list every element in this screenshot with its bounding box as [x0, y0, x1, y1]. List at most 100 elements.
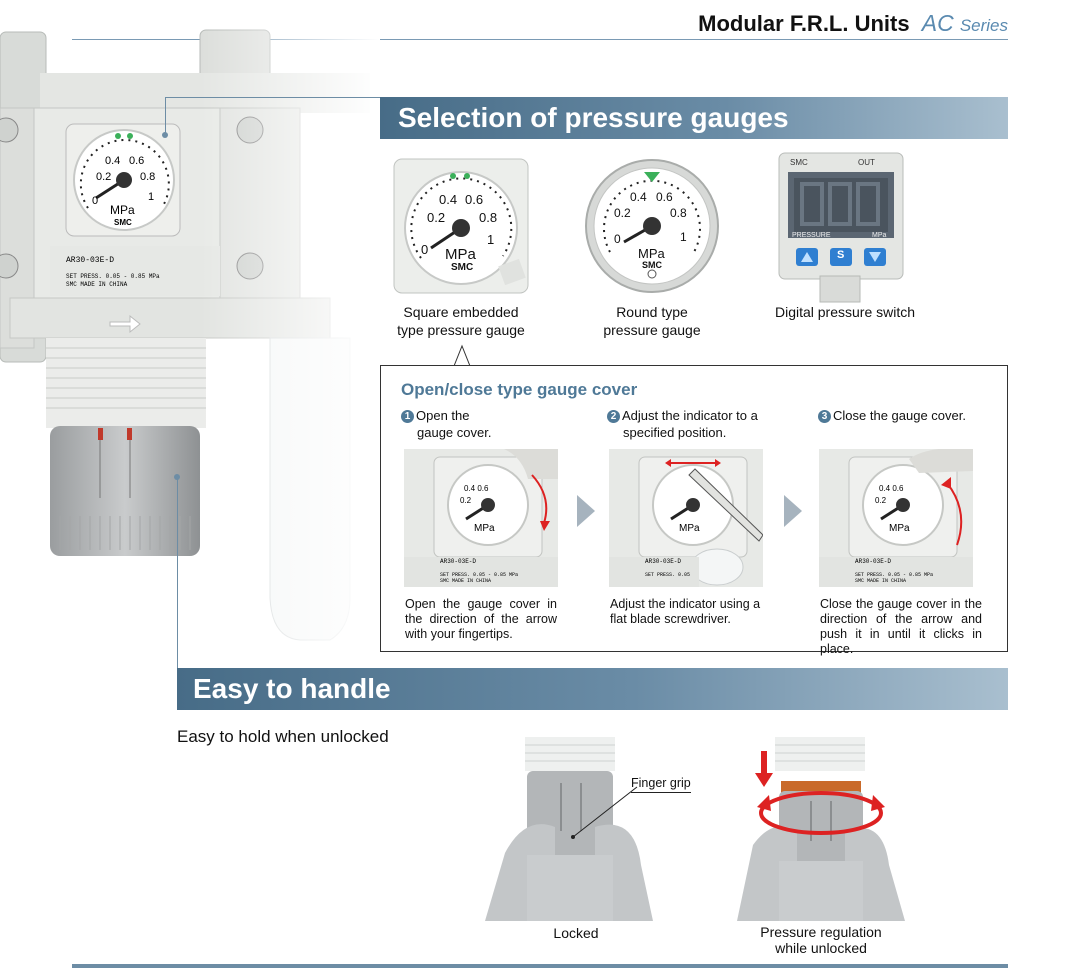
svg-text:AR30-03E-D: AR30-03E-D: [855, 558, 891, 565]
square-gauge-tick-5: 1: [487, 232, 495, 247]
round-gauge-caption: Round type pressure gauge: [576, 303, 728, 339]
svg-text:MPa: MPa: [474, 523, 495, 534]
selection-heading: Selection of pressure gauges: [380, 97, 1008, 139]
leader-line-gauge: [165, 97, 381, 98]
svg-text:SMC: SMC: [114, 218, 132, 227]
square-gauge-icon: 0 0.2 0.4 0.6 0.8 1 MPa SMC: [393, 158, 529, 294]
round-gauge-tick-3: 0.6: [656, 190, 673, 204]
finger-grip-underline: [631, 792, 691, 793]
svg-text:AR30-03E-D: AR30-03E-D: [440, 558, 476, 565]
document-title: Modular F.R.L. Units AC Series: [698, 10, 1008, 37]
series-word: Series: [959, 16, 1008, 35]
svg-text:SMC MADE IN CHINA: SMC MADE IN CHINA: [66, 281, 128, 288]
next-step-arrow-2: [784, 495, 802, 527]
svg-text:SET PRESS. 0.05 - 0.85 MPa: SET PRESS. 0.05 - 0.85 MPa: [66, 273, 160, 280]
round-gauge-caption-line1: Round type: [616, 304, 688, 320]
digital-switch-unit: MPa: [872, 232, 887, 239]
svg-text:AR30-03E-D: AR30-03E-D: [66, 256, 114, 265]
square-gauge-unit: MPa: [445, 246, 476, 263]
step-2-line1: Adjust the indicator to a: [622, 408, 758, 423]
step-1-line1: Open the: [416, 408, 470, 423]
locked-knob-illustration: [485, 735, 653, 921]
digital-switch-s-button: S: [837, 249, 845, 261]
round-gauge-tick-0: 0: [614, 232, 621, 246]
round-gauge-tick-5: 1: [680, 230, 687, 244]
square-gauge-tick-1: 0.2: [427, 210, 446, 225]
digital-switch-brand: SMC: [790, 158, 808, 167]
square-gauge-caption-line2: type pressure gauge: [397, 322, 525, 338]
handle-subtitle: Easy to hold when unlocked: [177, 727, 389, 746]
round-gauge-icon: 0 0.2 0.4 0.6 0.8 1 MPa SMC: [584, 158, 720, 294]
svg-text:SET PRESS. 0.05 - 0.85 MPa: SET PRESS. 0.05 - 0.85 MPa: [855, 572, 933, 578]
step-1-description: Open the gauge cover in the direction of…: [405, 597, 557, 641]
svg-text:SMC MADE IN CHINA: SMC MADE IN CHINA: [855, 578, 906, 584]
svg-text:0: 0: [92, 195, 98, 207]
svg-text:0.6: 0.6: [129, 155, 144, 167]
handle-heading: Easy to handle: [177, 668, 1008, 710]
svg-text:0.2: 0.2: [460, 496, 472, 505]
header-rule: [72, 39, 1008, 40]
svg-text:0.4 0.6: 0.4 0.6: [464, 484, 489, 493]
digital-switch-icon: SMC OUT PRESSURE MPa S: [778, 152, 904, 304]
unlocked-knob-illustration: [737, 735, 905, 921]
unlocked-caption: Pressure regulation while unlocked: [740, 924, 902, 956]
digital-switch-pressure: PRESSURE: [792, 232, 831, 239]
round-gauge-caption-line2: pressure gauge: [603, 322, 701, 338]
step-3-description: Close the gauge cover in the direction o…: [820, 597, 982, 656]
footer-rule: [72, 964, 1008, 968]
gauge-cover-title: Open/close type gauge cover: [401, 380, 638, 399]
step-1-line2: gauge cover.: [417, 425, 492, 440]
svg-text:0.4: 0.4: [105, 155, 120, 167]
step-2-number: 2: [607, 410, 620, 423]
square-gauge-caption: Square embedded type pressure gauge: [385, 303, 537, 339]
regulator-product-illustration: 0 0.2 0.4 0.6 0.8 1 MPa SMC AR30-03E-D S…: [0, 28, 380, 648]
step-3-number: 3: [818, 410, 831, 423]
square-gauge-tick-2: 0.4: [439, 192, 458, 207]
step-2-line2: specified position.: [623, 425, 727, 440]
round-gauge-brand: SMC: [642, 260, 662, 270]
svg-text:0.2: 0.2: [96, 171, 111, 183]
leader-dot-knob: [174, 474, 180, 480]
step-3-photo: AR30-03E-D SET PRESS. 0.05 - 0.85 MPa SM…: [819, 449, 973, 587]
svg-text:SET PRESS. 0.05 - 0.85 MPa: SET PRESS. 0.05 - 0.85 MPa: [440, 572, 518, 578]
step-1-photo: AR30-03E-D SET PRESS. 0.05 - 0.85 MPa SM…: [404, 449, 558, 587]
square-gauge-tick-4: 0.8: [479, 210, 498, 225]
next-step-arrow-1: [577, 495, 595, 527]
square-gauge-tick-3: 0.6: [465, 192, 484, 207]
step-2-description: Adjust the indicator using a flat blade …: [610, 597, 761, 626]
svg-text:MPa: MPa: [679, 523, 700, 534]
title-text: Modular F.R.L. Units: [698, 11, 910, 36]
svg-text:0.2: 0.2: [875, 496, 887, 505]
svg-text:SMC MADE IN CHINA: SMC MADE IN CHINA: [440, 578, 491, 584]
round-gauge-tick-4: 0.8: [670, 206, 687, 220]
digital-switch-caption: Digital pressure switch: [774, 304, 916, 320]
leader-line-knob: [177, 477, 178, 689]
locked-caption: Locked: [553, 925, 599, 941]
round-gauge-tick-1: 0.2: [614, 206, 631, 220]
svg-text:SET PRESS. 0.05: SET PRESS. 0.05: [645, 572, 690, 578]
svg-text:0.4 0.6: 0.4 0.6: [879, 484, 904, 493]
leader-line-gauge-vertical: [165, 97, 166, 135]
regulator-drawing: 0 0.2 0.4 0.6 0.8 1 MPa SMC AR30-03E-D S…: [0, 28, 380, 648]
svg-text:MPa: MPa: [110, 203, 135, 217]
round-gauge-tick-2: 0.4: [630, 190, 647, 204]
series-code: AC: [921, 10, 954, 36]
callout-pointer: [453, 344, 471, 366]
step-3-line1: Close the gauge cover.: [833, 408, 966, 423]
svg-text:AR30-03E-D: AR30-03E-D: [645, 558, 681, 565]
square-gauge-brand: SMC: [451, 262, 474, 273]
finger-grip-label: Finger grip: [631, 776, 691, 790]
svg-text:0.8: 0.8: [140, 171, 155, 183]
svg-text:1: 1: [148, 191, 154, 203]
round-gauge-unit: MPa: [638, 246, 665, 261]
square-gauge-caption-line1: Square embedded: [403, 304, 519, 320]
digital-switch-out: OUT: [858, 158, 875, 167]
leader-dot-gauge: [162, 132, 168, 138]
step-2-photo: AR30-03E-D SET PRESS. 0.05 MPa: [609, 449, 763, 587]
step-1-number: 1: [401, 410, 414, 423]
unlocked-caption-line1: Pressure regulation: [760, 924, 882, 940]
